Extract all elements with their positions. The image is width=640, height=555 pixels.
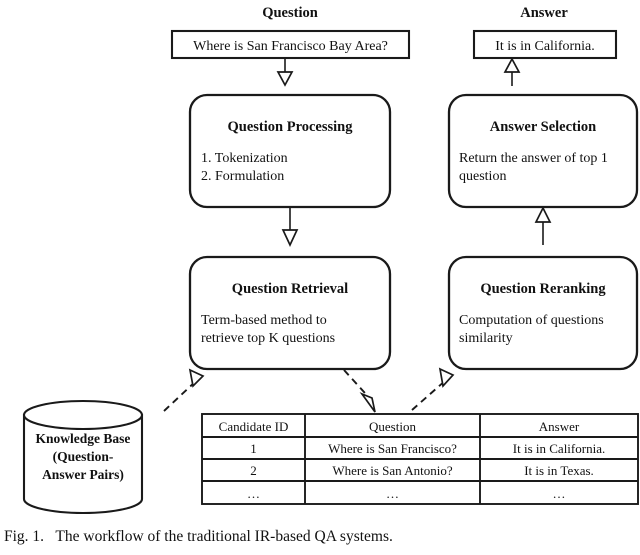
stage-line-computation: Computation of questions — [459, 313, 604, 328]
arrow-kb-to-retrieval — [163, 368, 205, 412]
stage-title-question-processing: Question Processing — [228, 119, 354, 135]
table-cell-id: 2 — [250, 463, 257, 478]
arrow-table-to-reranking — [411, 367, 455, 411]
table-cell-answer: It is in California. — [513, 441, 605, 456]
table-cell-answer: It is in Texas. — [524, 463, 594, 478]
arrow-selection-to-answer — [503, 57, 521, 86]
candidate-table: Candidate ID Question Answer 1 Where is … — [201, 413, 639, 505]
stage-line-return-answer: Return the answer of top 1 — [459, 151, 608, 166]
knowledge-base-cylinder — [22, 399, 144, 515]
stage-line-retrieve-topk: retrieve top K questions — [201, 331, 335, 346]
arrow-processing-to-retrieval — [281, 207, 299, 248]
table-cell-question: … — [386, 486, 399, 501]
answer-output-text: It is in California. — [495, 39, 595, 54]
question-input-box — [170, 29, 411, 60]
table-header-question: Question — [369, 419, 416, 434]
answer-output-box — [472, 29, 618, 60]
table-cell-id: 1 — [250, 441, 257, 456]
table-header-candidate-id: Candidate ID — [219, 419, 289, 434]
arrow-retrieval-to-table — [343, 369, 376, 413]
column-header-answer: Answer — [520, 5, 568, 21]
knowledge-base-line-1: Knowledge Base — [36, 431, 131, 446]
table-cell-id: … — [247, 486, 260, 501]
stage-box-question-retrieval — [188, 255, 392, 371]
table-header-answer: Answer — [539, 419, 580, 434]
table-row: 2 Where is San Antonio? It is in Texas. — [250, 463, 594, 478]
knowledge-base-line-2: (Question- — [53, 449, 114, 464]
stage-line-tokenization: 1. Tokenization — [201, 151, 288, 166]
stage-line-formulation: 2. Formulation — [201, 169, 284, 184]
table-cell-answer: … — [553, 486, 566, 501]
knowledge-base-line-3: Answer Pairs) — [42, 467, 124, 482]
stage-line-term-based: Term-based method to — [201, 313, 327, 328]
table-cell-question: Where is San Antonio? — [332, 463, 452, 478]
question-input-text: Where is San Francisco Bay Area? — [193, 39, 388, 54]
stage-title-answer-selection: Answer Selection — [490, 119, 596, 135]
stage-box-question-reranking — [447, 255, 639, 371]
stage-title-question-retrieval: Question Retrieval — [232, 281, 348, 297]
figure-caption: Fig. 1. The workflow of the traditional … — [4, 528, 393, 545]
table-row: 1 Where is San Francisco? It is in Calif… — [250, 441, 605, 456]
stage-line-similarity: similarity — [459, 331, 513, 346]
stage-title-question-reranking: Question Reranking — [480, 281, 606, 297]
table-cell-question: Where is San Francisco? — [328, 441, 457, 456]
arrow-reranking-to-selection — [534, 206, 552, 245]
workflow-diagram: Question Answer Where is San Francisco B… — [22, 5, 639, 515]
column-header-question: Question — [262, 5, 318, 21]
table-row: … … … — [247, 486, 566, 501]
stage-line-question: question — [459, 169, 506, 184]
arrow-question-to-processing — [276, 58, 294, 87]
